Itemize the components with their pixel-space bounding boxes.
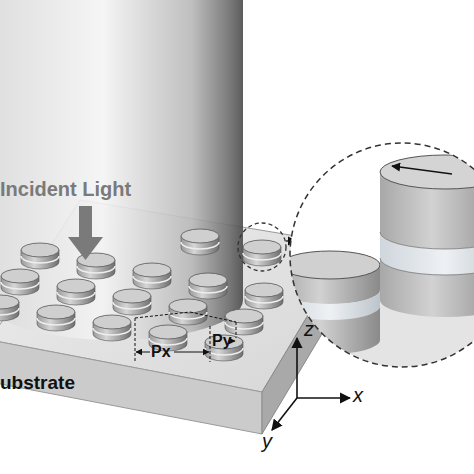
nanodisc xyxy=(245,283,283,309)
nanodisc xyxy=(133,263,171,289)
period-label: Py xyxy=(212,332,232,350)
axis-label: y xyxy=(262,430,272,453)
nanodisc xyxy=(0,295,19,321)
node-label: ubstrate xyxy=(0,372,75,394)
nanodisc xyxy=(225,309,263,335)
substrate-side xyxy=(262,245,350,434)
nanodisc xyxy=(77,253,115,279)
nanodisc xyxy=(243,240,281,266)
node-label: Incident Light xyxy=(0,178,131,201)
period-label: Px xyxy=(151,343,171,361)
nanodisc xyxy=(169,299,207,325)
nanodisc xyxy=(57,279,95,305)
nanodisc xyxy=(1,269,39,295)
nanodisc xyxy=(37,305,75,331)
nanodisc xyxy=(181,229,219,255)
substrate-front xyxy=(0,340,262,434)
nanodisc xyxy=(189,273,227,299)
beam-outline xyxy=(0,0,243,340)
axis-label: x xyxy=(353,384,363,407)
nanodisc xyxy=(93,315,131,341)
nanodisc xyxy=(21,243,59,269)
axis-label: z xyxy=(304,318,314,341)
nanodisc xyxy=(113,289,151,315)
